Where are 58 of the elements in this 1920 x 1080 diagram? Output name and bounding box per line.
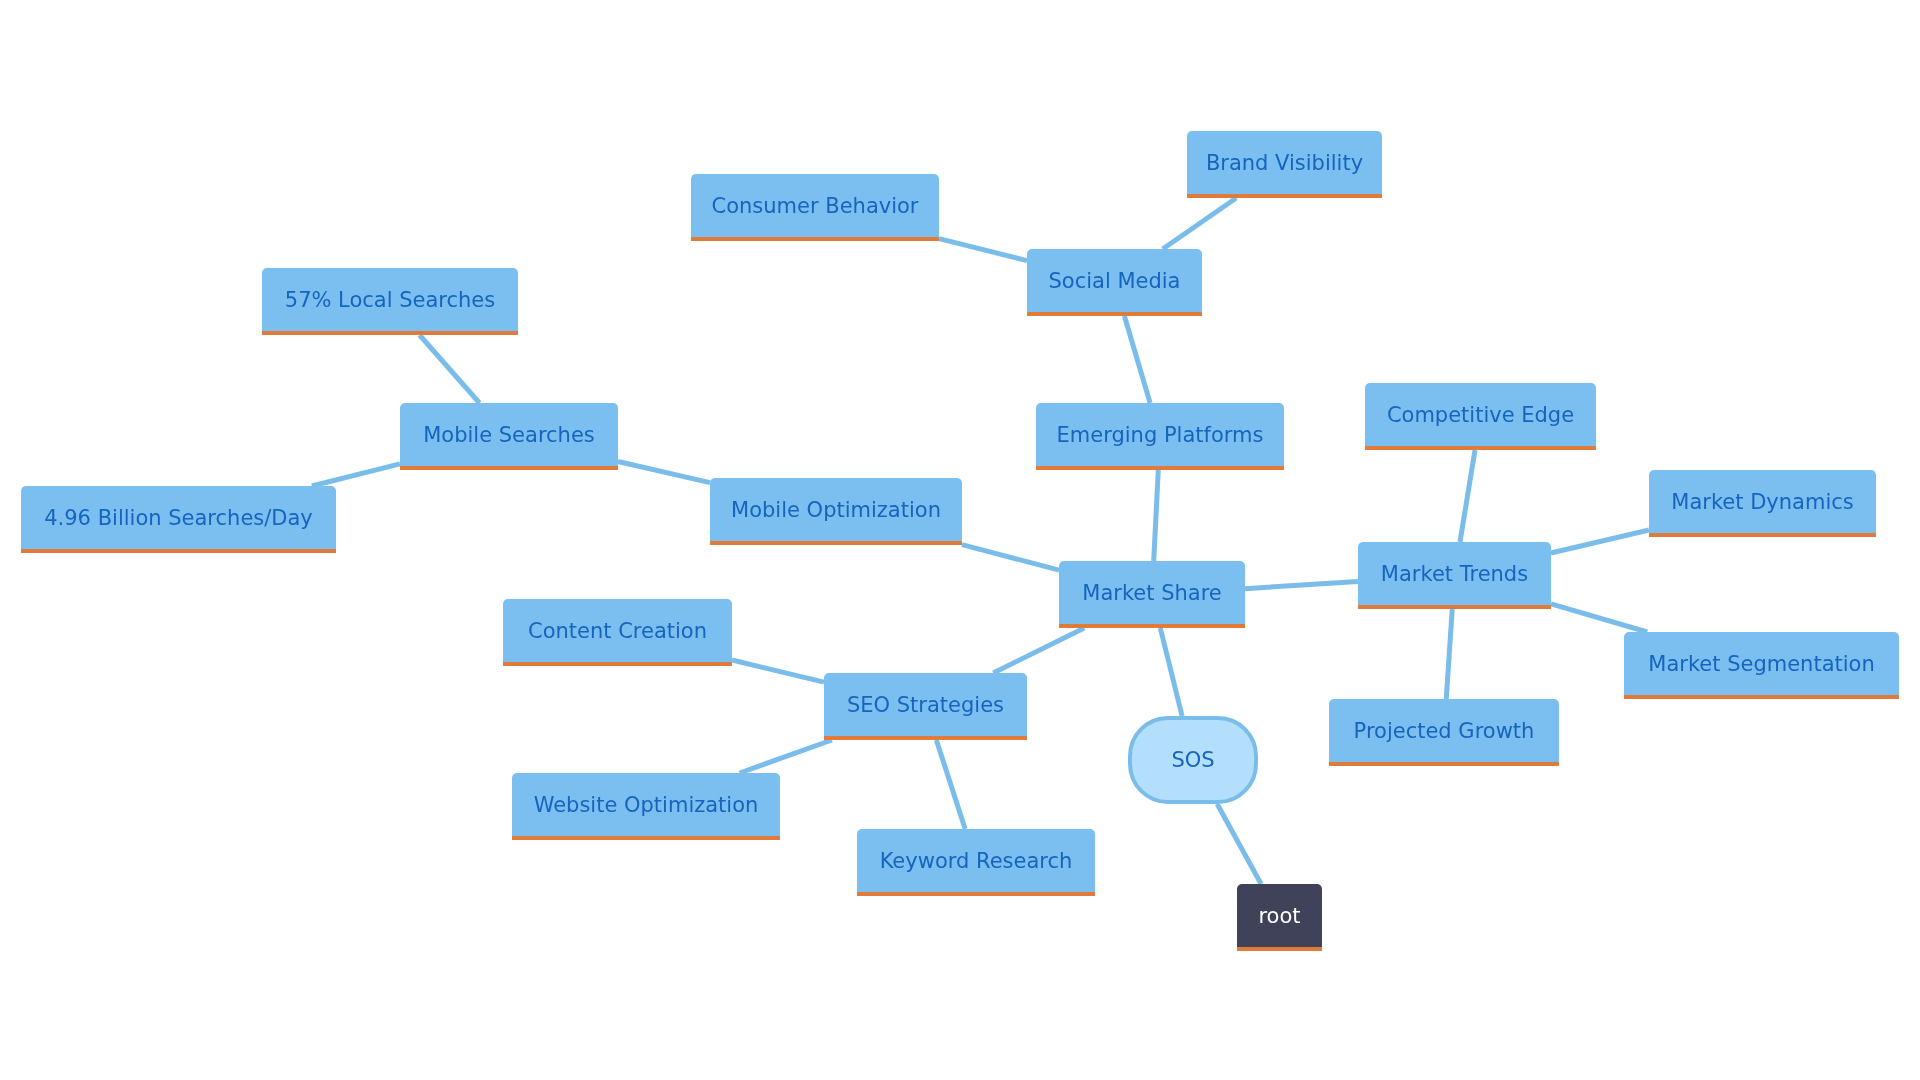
- connector-line: [731, 657, 825, 685]
- node-label: root: [1258, 903, 1301, 928]
- connector-line: [961, 542, 1060, 573]
- topic-box: [400, 403, 618, 470]
- connector-line: [933, 739, 968, 830]
- topic-box: [1649, 470, 1876, 537]
- topic-box: [710, 478, 962, 545]
- node-label: SOS: [1171, 748, 1215, 772]
- topic-box: [512, 773, 780, 840]
- connector-line: [417, 333, 482, 405]
- topic-box: [1329, 699, 1559, 766]
- node-label: Market Trends: [1380, 561, 1529, 586]
- node-label: 57% Local Searches: [284, 287, 496, 312]
- node-label: Keyword Research: [879, 848, 1073, 873]
- connector-line: [1550, 601, 1648, 635]
- topic-box: [857, 829, 1095, 896]
- node-label: 4.96 Billion Searches/Day: [44, 505, 313, 530]
- node-label: SEO Strategies: [846, 692, 1005, 717]
- topic-box: [1624, 632, 1899, 699]
- connector-line: [1214, 802, 1264, 886]
- root-box: [1237, 884, 1322, 951]
- node-label: Brand Visibility: [1205, 150, 1364, 175]
- node-label: Consumer Behavior: [711, 193, 919, 218]
- node-label: Emerging Platforms: [1056, 422, 1264, 447]
- topic-box: [1059, 561, 1245, 628]
- node-label: Market Segmentation: [1648, 651, 1875, 676]
- node-label: Mobile Searches: [423, 422, 595, 447]
- node-label: Market Share: [1082, 580, 1222, 605]
- connector-line: [738, 737, 833, 776]
- connector-line: [1550, 527, 1650, 556]
- connector-line: [1443, 608, 1455, 700]
- topic-box: [1027, 249, 1202, 316]
- node-label: Social Media: [1048, 268, 1181, 293]
- node-label: Projected Growth: [1353, 718, 1535, 743]
- connector-line: [1151, 469, 1161, 562]
- topic-box: [1358, 542, 1551, 609]
- topic-box: [21, 486, 336, 553]
- node-label: Mobile Optimization: [731, 497, 941, 522]
- node-label: Website Optimization: [533, 792, 759, 817]
- node-label: Content Creation: [527, 618, 707, 643]
- connector-line: [1157, 627, 1185, 717]
- topic-box: [1187, 131, 1382, 198]
- connector-line: [617, 459, 711, 486]
- connector-line: [1161, 195, 1238, 252]
- topic-box: [503, 599, 732, 666]
- topic-box: [691, 174, 939, 241]
- connector-line: [1457, 449, 1478, 543]
- topic-box: [1365, 383, 1596, 450]
- topic-box: [824, 673, 1027, 740]
- topic-box: [1036, 403, 1284, 470]
- connector-line: [1122, 315, 1153, 404]
- connector-line: [938, 236, 1028, 263]
- node-label: Market Dynamics: [1671, 489, 1854, 514]
- node-label: Competitive Edge: [1386, 402, 1575, 427]
- topic-box: [262, 268, 518, 335]
- connector-line: [992, 625, 1086, 676]
- connector-line: [311, 461, 401, 489]
- connector-line: [1244, 579, 1359, 592]
